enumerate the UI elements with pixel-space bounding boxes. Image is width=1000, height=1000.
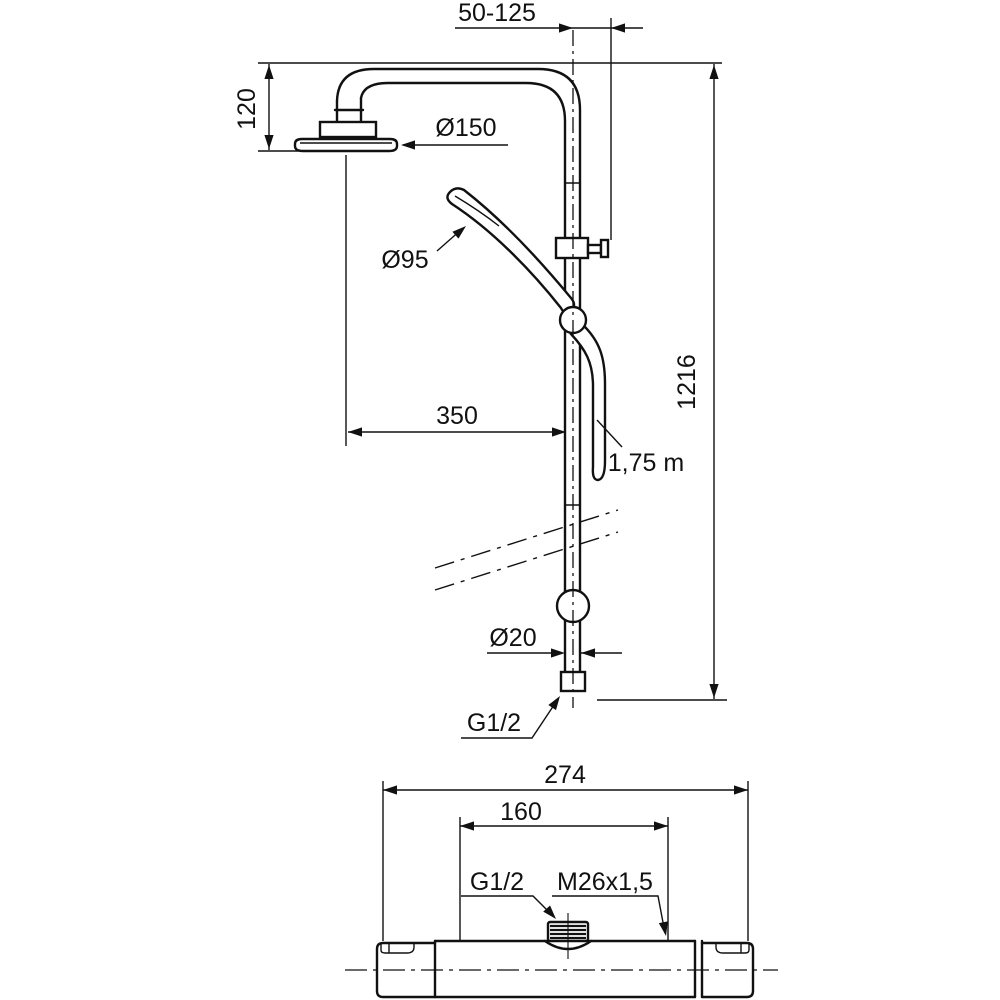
dim-head-drop: 120 [233, 64, 274, 150]
arrow-up-right-icon [548, 696, 560, 711]
arrow-up-right-icon [452, 226, 466, 239]
arrow-right-icon [559, 23, 573, 33]
arrow-down-right-icon [543, 905, 556, 919]
arrow-left-icon [611, 23, 625, 33]
dim-text-horizontal-reach: 350 [436, 402, 478, 430]
label-text-union-thread: M26x1,5 [557, 868, 653, 896]
wall-bracket-pin-cap [599, 238, 610, 259]
label-text-hose-length: 1,75 m [608, 449, 684, 477]
pipe-break-marks [434, 509, 619, 591]
label-hose-length: 1,75 m [596, 419, 684, 477]
dim-text-valve-width: 274 [544, 761, 586, 789]
dim-text-wall-distance: 50-125 [458, 0, 536, 27]
valve-width-extension-lines [382, 781, 749, 941]
arrow-left-icon [581, 648, 595, 658]
arrow-right-icon [552, 427, 566, 437]
arrow-left-icon [348, 427, 362, 437]
hand-shower-face-line [454, 195, 500, 227]
arrow-right-icon [654, 821, 668, 831]
body-joint-lines [433, 939, 704, 999]
arrow-right-icon [551, 648, 565, 658]
dim-text-hand-shower-diameter: Ø95 [381, 246, 428, 274]
shower-arm-and-riser [333, 67, 582, 674]
arm-inner-edge [359, 81, 567, 674]
dim-head-diameter: Ø150 [401, 114, 508, 150]
dim-text-pipe-diameter: Ø20 [489, 624, 536, 652]
arrow-down-icon [709, 684, 719, 698]
leader-line [596, 419, 623, 448]
wall-bracket-block [554, 236, 590, 260]
head-stem [333, 96, 365, 124]
shower-column-view: 50-125 120 Ø150 Ø95 350 [233, 0, 727, 739]
head-disc [293, 137, 399, 153]
arrow-down-icon [658, 921, 668, 936]
arrow-up-icon [709, 65, 719, 79]
dim-pipe-diameter: Ø20 [487, 624, 622, 658]
label-text-outlet-thread: G1/2 [470, 868, 524, 896]
dim-wall-distance: 50-125 [455, 0, 643, 33]
right-handle-grip-slot [715, 944, 750, 954]
label-outlet-thread: G1/2 [461, 868, 556, 919]
arrow-left-icon [460, 821, 474, 831]
dim-text-head-diameter: Ø150 [435, 114, 496, 142]
leader-line [461, 895, 554, 917]
arrow-down-icon [264, 135, 274, 149]
leader-line [552, 895, 666, 934]
head-flange [318, 120, 378, 139]
label-union-thread: M26x1,5 [552, 868, 668, 936]
dim-horizontal-reach: 350 [348, 402, 566, 437]
arrow-up-icon [264, 65, 274, 79]
wall-bracket-pin [586, 243, 603, 255]
mixer-valve-view: 274 160 G1/2 M26x1,5 [345, 761, 778, 999]
arm-outer-edge [335, 67, 582, 674]
hand-shower [446, 187, 576, 315]
hand-shower-body [446, 187, 576, 315]
arrow-left-icon [401, 140, 415, 150]
shower-hose [569, 322, 607, 482]
overhead-shower-head [293, 120, 399, 153]
dim-text-connection-spacing: 160 [500, 798, 542, 826]
left-handle-grip-slot [380, 944, 415, 954]
label-text-riser-thread: G1/2 [467, 709, 521, 737]
arrow-right-icon [734, 785, 748, 795]
valve-spacing-extension-lines [459, 817, 669, 940]
dim-text-head-drop: 120 [233, 88, 261, 130]
dim-valve-width: 274 [383, 761, 748, 795]
dim-text-total-height: 1216 [673, 354, 701, 410]
dim-total-height: 1216 [673, 64, 719, 699]
wall-bracket [554, 236, 610, 260]
outlet-thread-boss [543, 913, 593, 959]
arrow-left-icon [383, 785, 397, 795]
dim-connection-spacing: 160 [460, 798, 668, 831]
label-riser-thread: G1/2 [461, 696, 560, 739]
leader-line [461, 698, 559, 739]
dim-hand-shower-diameter: Ø95 [381, 226, 466, 274]
